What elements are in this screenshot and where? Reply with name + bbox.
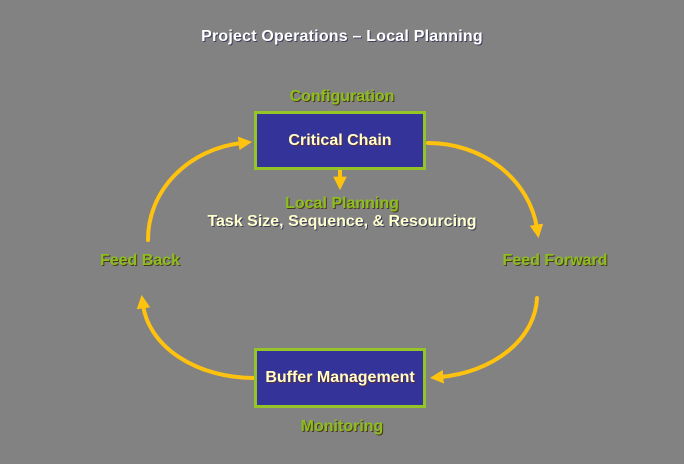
node-buffer-management-label: Buffer Management — [265, 369, 415, 386]
arrow-feedforward-to-buffermanagement-icon — [429, 296, 539, 384]
label-configuration: Configuration — [289, 88, 395, 105]
page-title: Project Operations – Local Planning — [201, 28, 483, 45]
label-monitoring: Monitoring — [300, 418, 384, 435]
arrow-buffermanagement-to-feedback-icon — [136, 294, 255, 380]
node-buffer-management: Buffer Management — [254, 348, 426, 408]
label-feed-forward: Feed Forward — [502, 252, 608, 269]
node-critical-chain: Critical Chain — [254, 111, 426, 170]
label-local-planning: Local Planning — [285, 195, 399, 212]
label-feed-back: Feed Back — [99, 252, 181, 269]
node-critical-chain-label: Critical Chain — [288, 131, 392, 149]
label-task-size-sequence-resourcing: Task Size, Sequence, & Resourcing — [207, 213, 477, 230]
